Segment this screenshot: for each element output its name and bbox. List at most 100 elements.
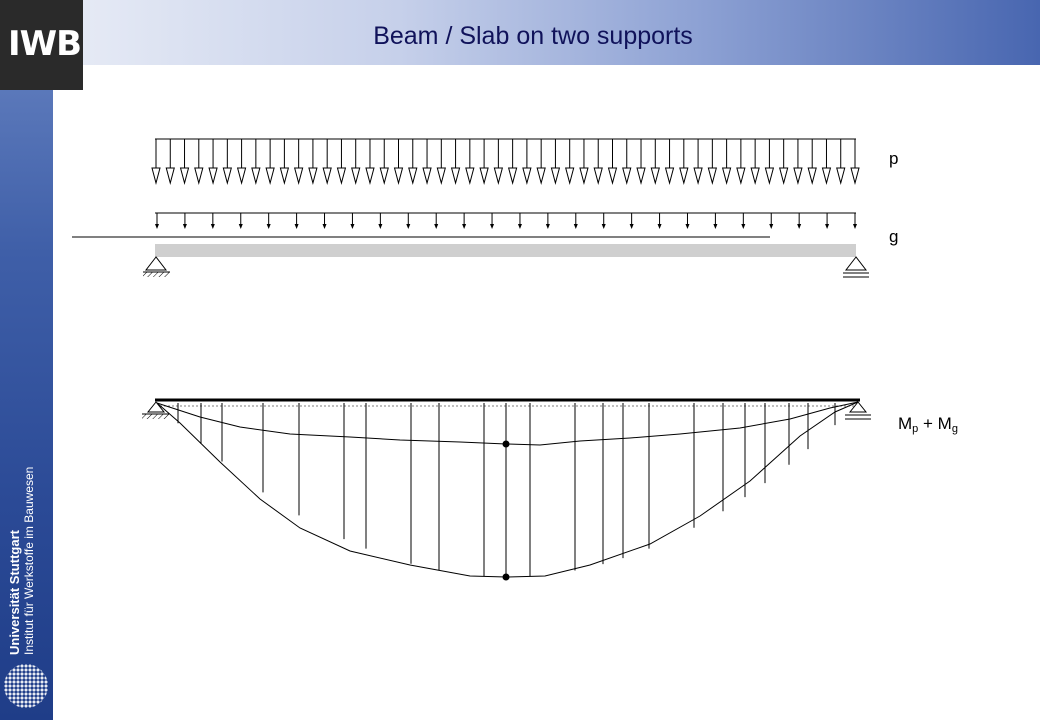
dead-load-arrow	[266, 213, 271, 229]
live-load-arrow	[679, 139, 689, 185]
dead-load-arrows	[155, 213, 857, 229]
live-load-arrow	[208, 139, 218, 185]
dead-load-arrow	[825, 213, 830, 229]
arrow-head	[462, 224, 467, 229]
dead-load-arrow	[182, 213, 187, 229]
dead-load-arrow	[517, 213, 522, 229]
arrow-head	[322, 224, 327, 229]
arrow-head	[721, 167, 732, 185]
live-load-arrow	[265, 139, 275, 185]
live-load-arrow	[793, 139, 803, 185]
live-load-arrow	[479, 139, 489, 185]
arrow-head	[378, 224, 383, 229]
arrow-head	[593, 167, 603, 185]
arrow-head	[825, 224, 830, 229]
dead-load-arrow	[406, 213, 411, 229]
dead-load-arrow	[601, 213, 606, 229]
live-load-arrow	[750, 139, 760, 185]
live-load-arrow	[636, 139, 646, 185]
midspan-point-g	[502, 440, 510, 448]
dead-load-arrow	[853, 213, 857, 229]
arrow-head	[379, 167, 389, 185]
live-load-arrow	[536, 139, 546, 185]
arrow-head	[322, 167, 332, 185]
arrow-head	[607, 167, 618, 185]
arrow-head	[693, 167, 703, 185]
dead-load-arrow	[685, 213, 690, 229]
arrow-head	[294, 167, 304, 185]
live-load-arrow	[236, 139, 247, 185]
moment-symbol-left: M	[898, 414, 913, 433]
university-seal-icon	[4, 664, 48, 708]
live-load-arrow	[779, 139, 789, 185]
arrow-head	[365, 167, 375, 185]
moment-operator: +	[918, 414, 938, 433]
arrow-head	[807, 167, 817, 185]
moment-subscript-right: g	[951, 423, 958, 435]
dead-load-g	[155, 212, 857, 229]
live-load-arrow	[764, 139, 775, 185]
arrow-head	[545, 224, 550, 229]
arrow-head	[208, 167, 218, 185]
live-load-arrow	[622, 139, 632, 185]
moment-symbol-right: M	[937, 414, 952, 433]
live-load-arrow	[194, 139, 204, 185]
page-title: Beam / Slab on two supports	[373, 22, 693, 50]
arrow-head	[853, 224, 857, 229]
live-load-arrow	[607, 139, 618, 185]
arrow-head	[793, 167, 803, 185]
live-load-arrow	[821, 139, 832, 185]
arrow-head	[493, 167, 504, 185]
moment-right-support	[845, 401, 871, 420]
arrow-head	[151, 167, 161, 185]
arrow-head	[821, 167, 832, 185]
moment-left-support	[142, 401, 169, 419]
arrow-head	[636, 167, 646, 185]
arrow-head	[393, 167, 404, 185]
live-load-arrow	[736, 139, 746, 185]
arrow-head	[279, 167, 290, 185]
arrow-head	[797, 224, 802, 229]
arrow-head	[750, 167, 760, 185]
live-load-arrow	[707, 139, 717, 185]
arrow-head	[850, 167, 860, 185]
dead-load-arrow	[573, 213, 578, 229]
arrow-head	[650, 167, 660, 185]
arrow-head	[238, 224, 243, 229]
arrow-head	[622, 167, 632, 185]
arrow-head	[165, 167, 175, 185]
left-support	[143, 256, 170, 277]
arrow-head	[436, 167, 446, 185]
arrow-head	[155, 224, 159, 229]
live-load-arrow	[693, 139, 703, 185]
live-load-arrow	[850, 139, 860, 185]
arrow-head	[251, 167, 261, 185]
live-load-arrow	[422, 139, 432, 185]
label-p: p	[889, 149, 899, 168]
dead-load-arrow	[545, 213, 550, 229]
moment-diagram	[155, 398, 860, 581]
arrow-head	[601, 224, 606, 229]
moment-curve-g	[156, 401, 859, 446]
arrow-head	[657, 224, 662, 229]
dead-load-arrow	[434, 213, 439, 229]
live-load-arrow	[465, 139, 475, 185]
arrow-head	[450, 167, 461, 185]
arrow-head	[664, 167, 675, 185]
arrow-head	[536, 167, 546, 185]
live-load-arrow	[436, 139, 446, 185]
live-load-arrow	[550, 139, 561, 185]
arrow-head	[222, 167, 232, 185]
arrow-head	[565, 167, 575, 185]
arrow-head	[194, 167, 204, 185]
live-load-arrow	[165, 139, 175, 185]
iwb-logo: IWB	[0, 0, 83, 90]
arrow-head	[422, 167, 432, 185]
live-load-arrow	[308, 139, 318, 185]
live-load-arrow	[379, 139, 389, 185]
arrow-head	[736, 167, 746, 185]
live-load-arrow	[279, 139, 290, 185]
arrow-head	[685, 224, 690, 229]
dead-load-arrow	[238, 213, 243, 229]
